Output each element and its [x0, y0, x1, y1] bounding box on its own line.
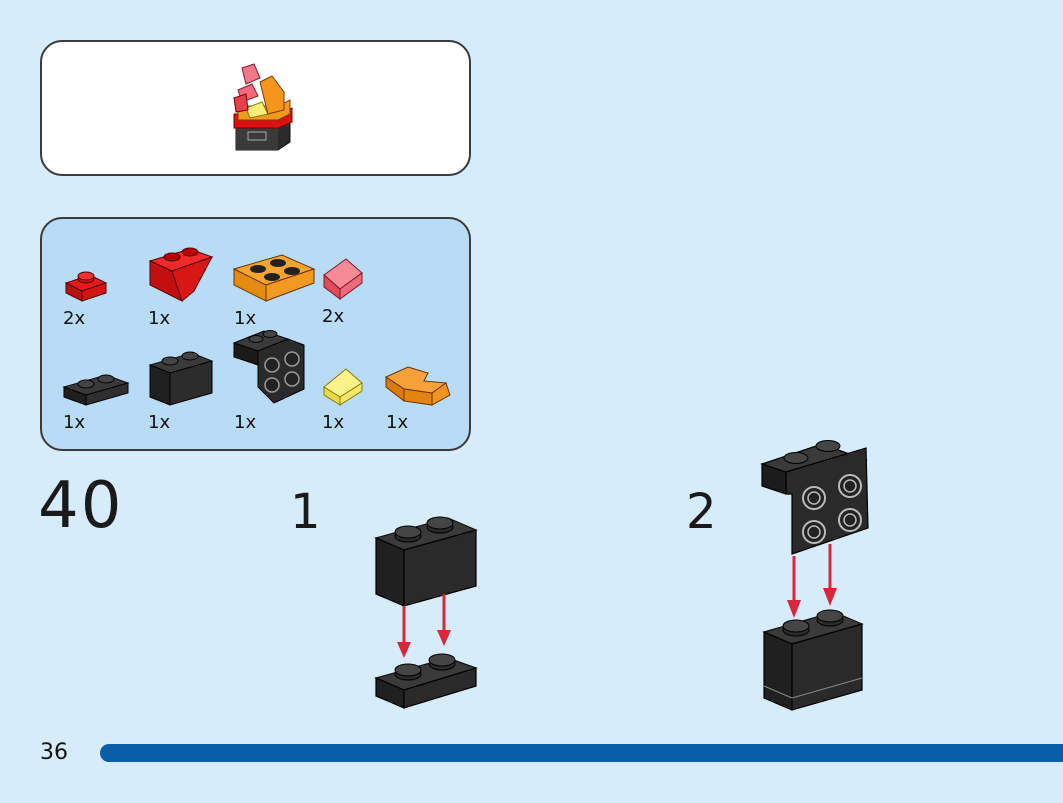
part-quantity: 1x: [63, 412, 86, 433]
trans-yellow-slope-icon: [323, 368, 363, 406]
part-quantity: 1x: [148, 412, 171, 433]
part-quantity: 1x: [234, 412, 257, 433]
substep-1-illustration: [374, 516, 478, 709]
part-quantity: 1x: [234, 308, 257, 329]
part-quantity: 2x: [322, 306, 345, 327]
black-plate-1x2-icon: [62, 374, 130, 406]
part-quantity: 1x: [322, 412, 345, 433]
part-quantity: 1x: [386, 412, 409, 433]
red-plate-1x1-icon: [64, 271, 108, 302]
black-bracket-icon: [232, 330, 305, 404]
main-step-number: 40: [38, 469, 124, 543]
part-quantity: 1x: [148, 308, 171, 329]
parts-list-panel: 2x 1x 1x 2x 1x 1x: [40, 217, 471, 451]
red-inverted-slope-icon: [148, 247, 214, 302]
page-number: 36: [40, 740, 68, 765]
substep-number: 1: [290, 484, 321, 540]
trans-red-slope-icon: [323, 258, 363, 300]
submodel-preview-panel: [40, 40, 471, 176]
substep-number: 2: [686, 484, 717, 540]
orange-wedge-icon: [384, 366, 451, 406]
black-brick-1x2-icon: [148, 351, 214, 406]
orange-plate-2x2-icon: [232, 254, 316, 302]
page-progress-bar: [100, 744, 1063, 762]
flame-submodel-icon: [233, 63, 293, 151]
part-quantity: 2x: [63, 308, 86, 329]
substep-2-illustration: [760, 440, 869, 711]
